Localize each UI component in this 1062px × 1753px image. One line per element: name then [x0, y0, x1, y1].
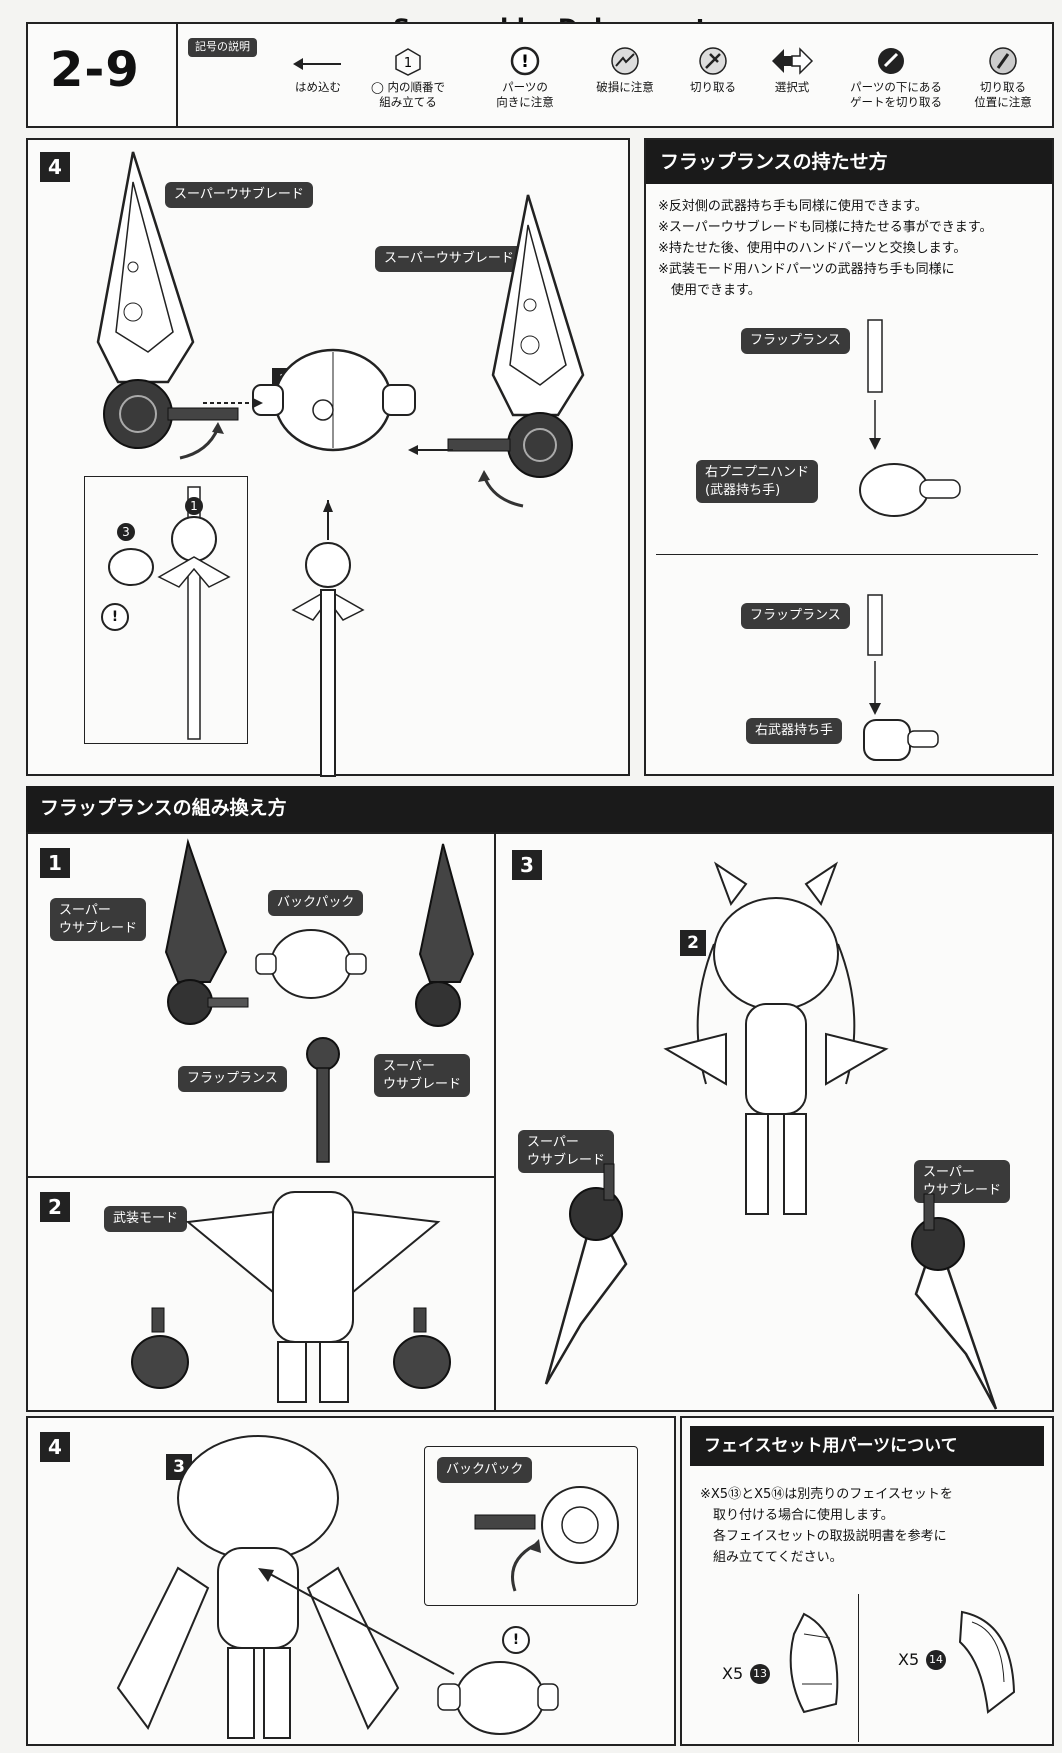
inset-order-1: 1 [185, 497, 203, 515]
blade-left-illustration [96, 151, 239, 449]
recombine-step1-panel: 1 スーパー ウサブレード バックパック フラップランス スーパー ウサブレード [26, 832, 496, 1178]
hold-section-title: フラップランスの持たせ方 [646, 140, 1052, 184]
attach-arrow [258, 1568, 455, 1675]
backpack-illustration [252, 348, 416, 452]
figure-front-illustration [663, 861, 889, 1215]
blade-right-illustration [447, 194, 585, 478]
inset-order-3: 3 [117, 523, 135, 541]
label-blade-right: スーパー ウサブレード [374, 1054, 471, 1098]
step-number: 1 [40, 848, 70, 878]
lance-illustration [291, 500, 365, 777]
hold-panel: フラップランスの持たせ方 ※反対側の武器持ち手も同様に使用できます。 ※スーパー… [644, 138, 1054, 776]
part-b-illustration [958, 1610, 1016, 1714]
hold-notes: ※反対側の武器持ち手も同様に使用できます。 ※スーパーウサブレードも同様に持たせ… [658, 199, 993, 298]
label-backpack: バックパック [437, 1457, 533, 1483]
label-lance: フラップランス [178, 1066, 287, 1092]
armed-hand-right [393, 1307, 451, 1389]
blade-right-step3 [911, 1193, 998, 1410]
backpack-attach-illustration [437, 1661, 559, 1735]
legend-label-fit: はめ込む [295, 80, 341, 94]
part-a-qty: X5 [722, 1664, 744, 1683]
legend-title: 記号の説明 [188, 38, 257, 57]
label-blade-left: スーパーウサブレード [165, 182, 313, 208]
inset-lance-detail [157, 486, 231, 740]
part-b-qty: X5 [898, 1650, 920, 1669]
step-number: 2 [40, 1192, 70, 1222]
face-set-panel: フェイスセット用パーツについて ※X5⑬とX5⑭は別売りのフェイスセットを 取り… [680, 1416, 1054, 1746]
caution-icon: ! [502, 1626, 530, 1654]
svg-text:1: 1 [404, 56, 412, 71]
step1-blade-left [164, 838, 249, 1025]
cutting-icon [699, 47, 727, 75]
cut-position-icon [989, 47, 1017, 75]
arrow-left-icon [293, 58, 341, 70]
step1-blade-right [415, 843, 475, 1027]
recombine-step2-panel: 2 武装モード [26, 1176, 496, 1412]
label-armed-mode: 武装モード [104, 1206, 188, 1232]
figure-armed-illustration [185, 1191, 441, 1403]
svg-text:!: ! [521, 52, 529, 72]
page-number: 2-9 [50, 42, 140, 98]
label-puni-hand: 右プニプニハンド (武器持ち手) [696, 460, 819, 504]
legend-label-gate: パーツの下にある ゲートを切り取る [850, 80, 942, 109]
recombine-step3-panel: 3 2 スーパー ウサブレード スーパー ウサブレード [494, 832, 1054, 1412]
face-notes: ※X5⑬とX5⑭は別売りのフェイスセットを 取り付ける場合に使用します。 各フェ… [700, 1487, 953, 1565]
label-blade-left: スーパー ウサブレード [518, 1130, 615, 1174]
lance-grip-2-illustration [863, 594, 939, 761]
armed-hand-left [131, 1307, 189, 1389]
part-a-illustration [789, 1612, 839, 1714]
header-bar: 2-9 記号の説明 1 ! はめ込む ◯ 内の順番で 組み立てる パーツの 向き… [26, 22, 1054, 128]
legend-label-breakage: 破損に注意 [596, 80, 654, 94]
legend-label-order: ◯ 内の順番で 組み立てる [370, 80, 446, 109]
step-number: 3 [512, 850, 542, 880]
step4-top-panel: 4 スーパーウサブレード スーパーウサブレード 2 [26, 138, 630, 777]
step-number: 4 [40, 152, 70, 182]
step1-backpack [255, 929, 367, 999]
label-lance-1: フラップランス [741, 328, 850, 354]
gate-under-icon [878, 48, 904, 74]
part-a-num: 13 [750, 1664, 770, 1684]
lance-grip-1-illustration [859, 319, 961, 517]
step-number: 4 [40, 1432, 70, 1462]
exclamation-icon: ! [510, 46, 540, 76]
arrow-rotate-left [179, 422, 224, 460]
inset-detail: 1 3 ! [84, 476, 248, 744]
inset-backpack-illustration [474, 1486, 619, 1592]
recombine-section-title: フラップランスの組み換え方 [26, 786, 1054, 832]
double-arrow-icon [772, 47, 814, 75]
legend-label-direction: パーツの 向きに注意 [496, 80, 554, 109]
inset-backpack-detail: バックパック [424, 1446, 638, 1606]
broken-part-icon [611, 47, 639, 75]
sub-step-number: 2 [680, 930, 706, 956]
label-blade-left: スーパー ウサブレード [50, 898, 147, 942]
legend-label-select: 選択式 [774, 80, 810, 94]
blade-left-step3 [544, 1163, 628, 1385]
part-b-num: 14 [926, 1650, 946, 1670]
legend-label-cut-position: 切り取る 位置に注意 [974, 80, 1032, 109]
caution-icon: ! [101, 603, 129, 631]
label-blade-right: スーパーウサブレード [375, 246, 523, 272]
legend-label-cut: 切り取る [690, 80, 736, 94]
inset-cap-detail [108, 548, 154, 586]
arrow-into-backpack-left [203, 398, 263, 408]
label-weapon-hand: 右武器持ち手 [746, 718, 843, 744]
step1-lance [306, 1037, 340, 1163]
face-section-title: フェイスセット用パーツについて [690, 1426, 1044, 1466]
recombine-step4-panel: 4 3 バックパック ! [26, 1416, 676, 1746]
label-lance-2: フラップランス [741, 603, 850, 629]
arrow-into-backpack-right [408, 445, 453, 455]
label-backpack: バックパック [268, 890, 364, 916]
circled-number-icon: 1 [395, 48, 421, 76]
arrow-rotate-right [478, 470, 524, 508]
